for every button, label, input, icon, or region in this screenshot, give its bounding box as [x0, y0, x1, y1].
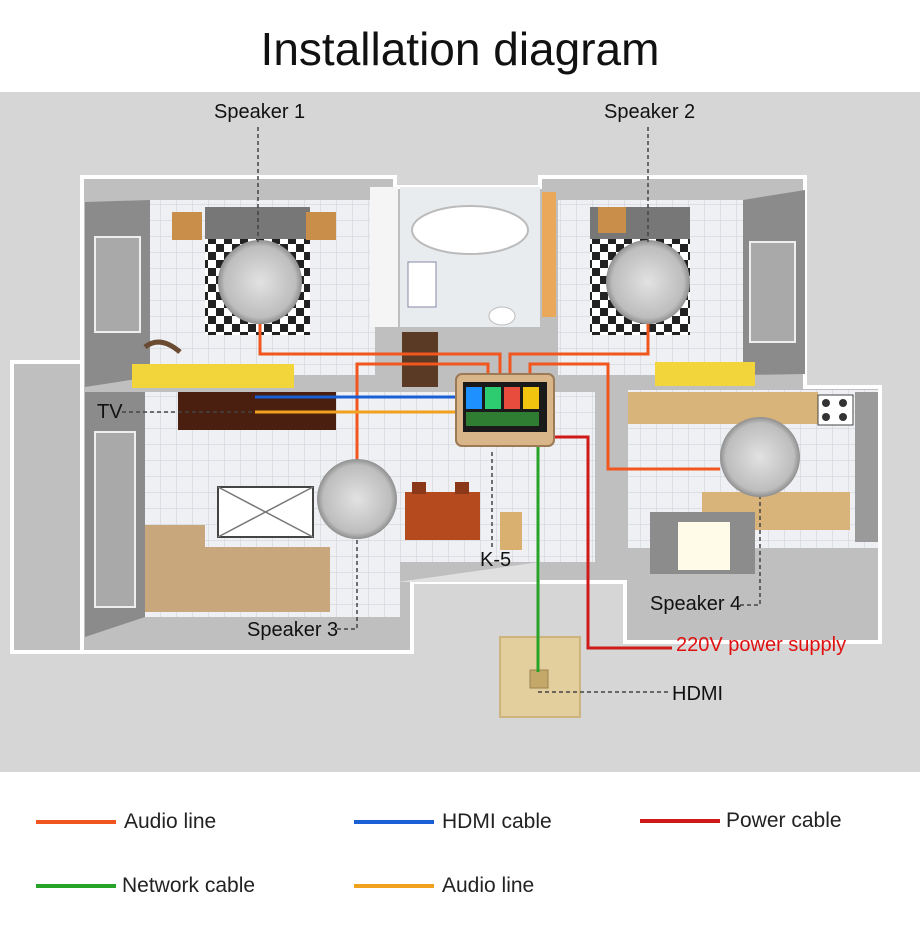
legend-swatch	[36, 820, 116, 824]
speaker-2-label: Speaker 2	[604, 101, 696, 123]
speaker-1-label: Speaker 1	[214, 101, 306, 123]
k5-label: K-5	[480, 549, 512, 571]
legend-label: Audio line	[442, 874, 535, 897]
tv-label: TV	[97, 401, 123, 423]
k5-control-panel	[455, 373, 555, 447]
hdmi-wall-plate	[499, 636, 581, 718]
legend-label: Audio line	[124, 810, 217, 833]
speaker-2-icon	[606, 240, 690, 324]
legend-swatch	[640, 819, 720, 823]
legend-swatch	[354, 820, 434, 824]
legend-label: HDMI cable	[442, 810, 552, 833]
legend-swatch	[354, 884, 434, 888]
speaker-1-icon	[218, 240, 302, 324]
legend-label: Network cable	[122, 874, 256, 897]
speaker-4-label: Speaker 4	[650, 593, 742, 615]
bathroom	[370, 187, 556, 387]
power-supply-label: 220V power supply	[676, 634, 847, 656]
legend-label: Power cable	[726, 809, 842, 832]
label-leaders	[122, 127, 761, 693]
legend-swatch	[36, 884, 116, 888]
speaker-3-icon	[317, 459, 397, 539]
speaker-4-icon	[720, 417, 800, 497]
hdmi-label: HDMI	[672, 683, 724, 705]
floor-plan	[0, 92, 920, 772]
page-title: Installation diagram	[260, 23, 660, 75]
speaker-3-label: Speaker 3	[247, 619, 339, 641]
